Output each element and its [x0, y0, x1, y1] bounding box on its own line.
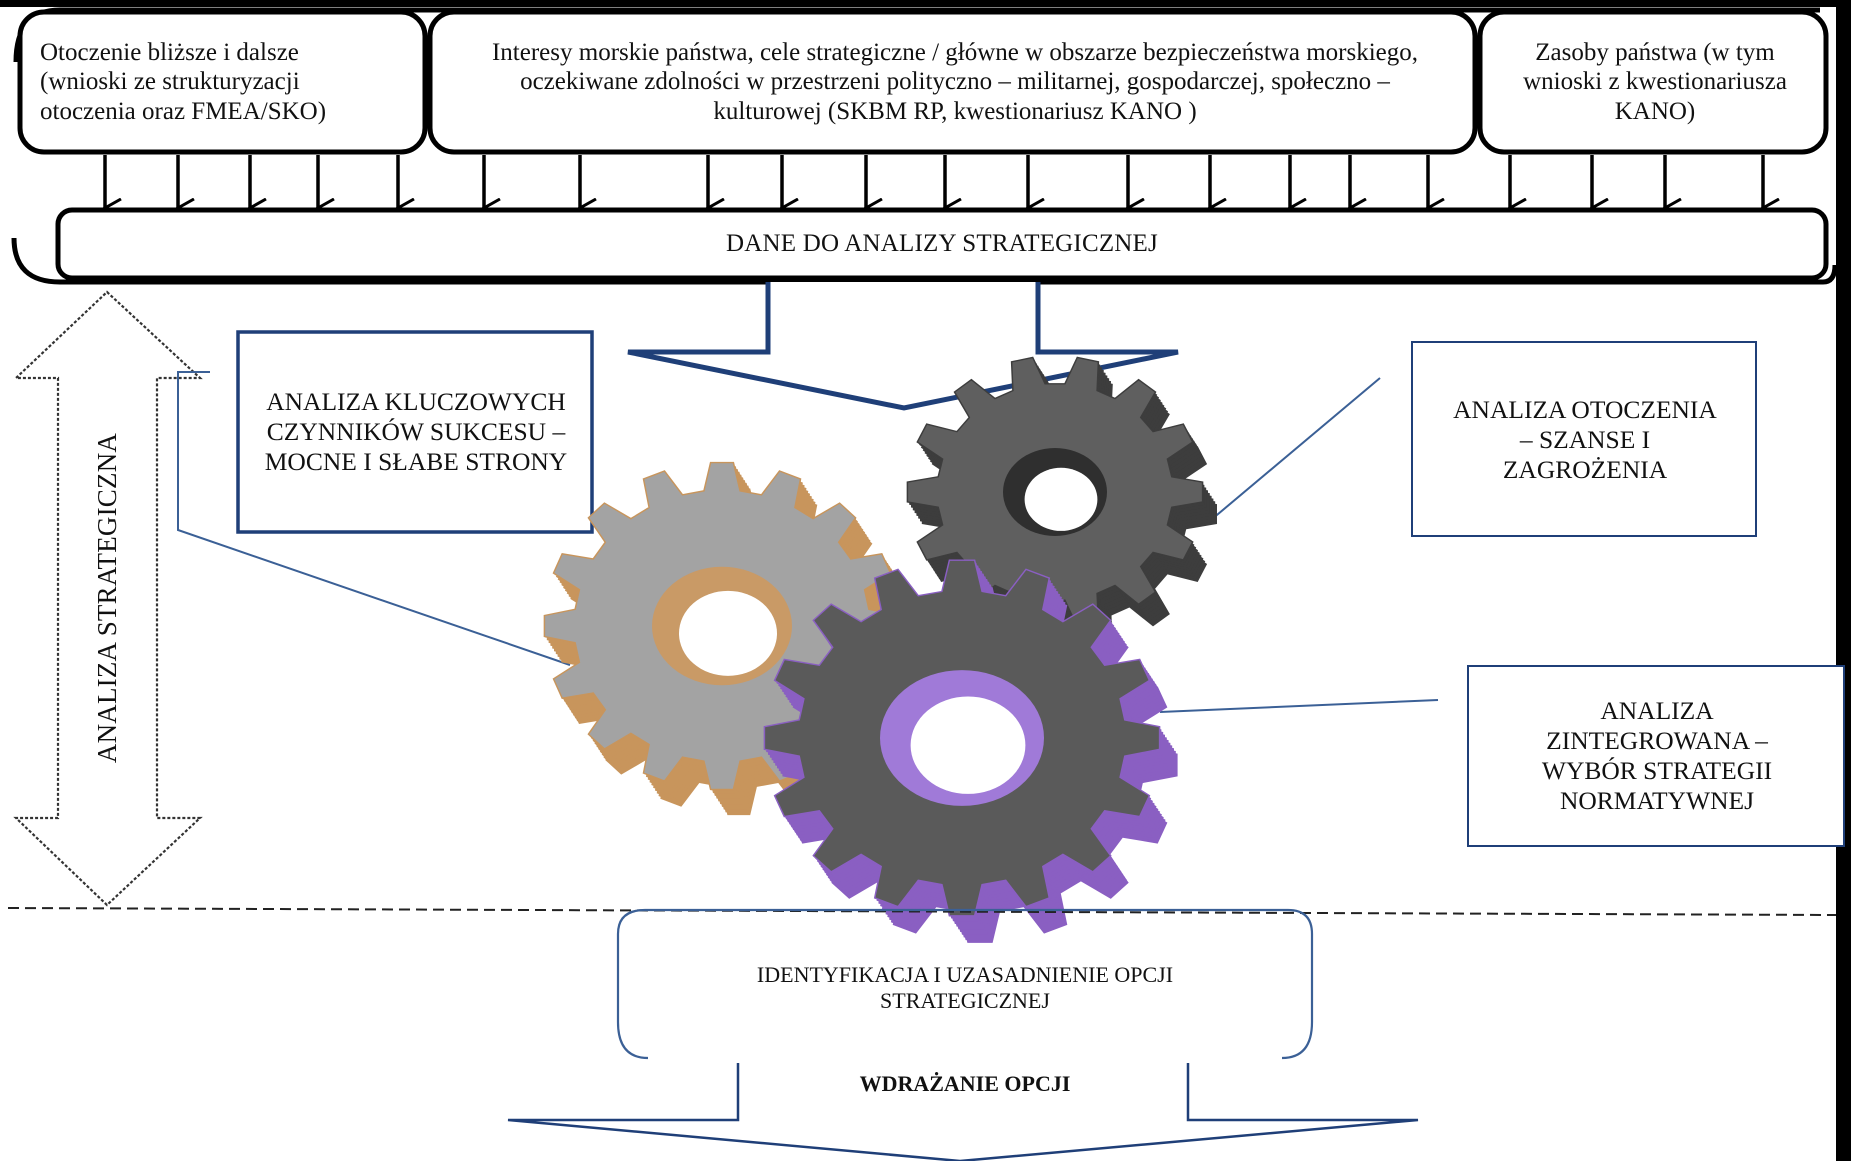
gear-main-icon: [763, 559, 1178, 943]
dashed-separator: [7, 907, 1837, 916]
identification-box: [616, 908, 1314, 1060]
top-border: [0, 0, 1851, 7]
analysis-box-integrated: [1467, 665, 1845, 847]
input-arrows: [105, 155, 1763, 208]
input-box-environment: [17, 9, 428, 155]
input-box-resources: [1477, 9, 1829, 155]
data-bar-label: DANE DO ANALIZY STRATEGICZNEJ: [726, 230, 1158, 258]
analysis-internal-label: ANALIZA KLUCZOWYCH CZYNNIKÓW SUKCESU – M…: [264, 386, 568, 477]
analysis-integrated-label: ANALIZA ZINTEGROWANA – WYBÓR STRATEGII N…: [1541, 695, 1773, 816]
analysis-box-internal: [236, 330, 594, 534]
identification-label: IDENTYFIKACJA I UZASADNIENIE OPCJI STRAT…: [756, 962, 1174, 1013]
input-environment-label: Otoczenie bliższe i dalsze (wnioski ze s…: [40, 38, 327, 125]
analysis-external-label: ANALIZA OTOCZENIA – SZANSE I ZAGROŻENIA: [1453, 394, 1717, 485]
gear-dark-icon: [906, 356, 1217, 649]
analysis-box-external: [1411, 341, 1757, 537]
data-bar-box: [55, 207, 1829, 281]
right-border: [1836, 0, 1851, 1161]
vertical-label-strategic-analysis: ANALIZA STRATEGICZNA: [92, 432, 122, 764]
implementation-label: WDRAŻANIE OPCJI: [859, 1071, 1071, 1097]
input-resources-label: Zasoby państwa (w tym wnioski z kwestion…: [1523, 38, 1787, 125]
input-box-interests: [427, 9, 1478, 155]
input-interests-label: Interesy morskie państwa, cele strategic…: [491, 38, 1418, 125]
leader-lines: [177, 371, 1439, 713]
strategic-analysis-double-arrow: [13, 290, 203, 907]
implementation-arrow: [507, 1063, 1419, 1161]
